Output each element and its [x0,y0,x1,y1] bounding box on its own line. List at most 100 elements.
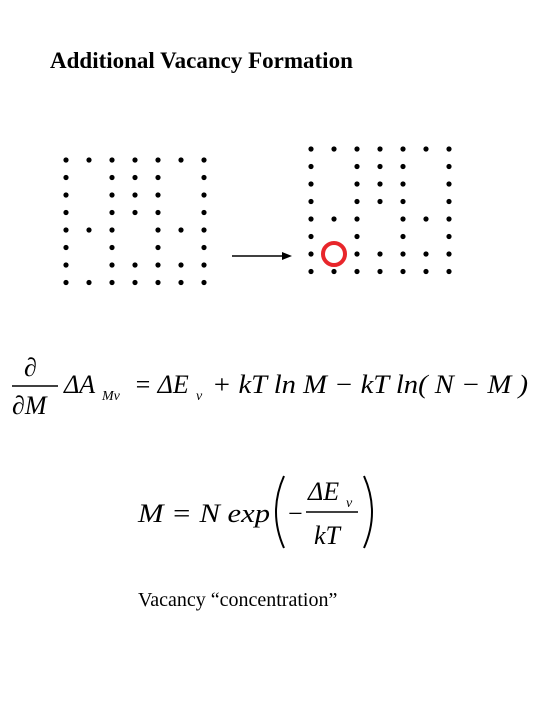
lattice-atom [132,192,138,198]
lattice-atom [63,157,69,163]
lattice-atom [354,216,360,222]
lattice-atom [400,233,406,240]
lattice-atom [354,163,360,170]
lattice-atom [308,268,314,275]
lattice-atom [63,262,69,268]
equation-concentration: M = N exp − ΔE v kT [137,475,373,550]
lattice-atom [201,174,207,181]
lattice-atom [155,279,161,286]
lattice-atom [109,262,115,268]
lattice-atom [109,227,115,233]
lattice-atom [446,163,452,170]
eq2-numerator: ΔE [307,477,339,506]
lattice-atom [132,157,138,163]
lattice-atom [178,279,184,286]
lattice-atom [63,209,69,216]
vacancy-caption: Vacancy “concentration” [138,589,338,611]
lattice-atom [109,192,115,198]
lattice-atom [423,268,429,275]
lattice-atom [132,209,138,216]
lattice-atom [308,198,314,205]
lattice-atom [63,279,69,286]
lattice-atom [331,268,337,275]
lattice-atom [446,233,452,240]
lattice-atom [109,244,115,251]
lattice-atom [354,251,360,257]
lattice-atom [86,227,92,233]
lattice-atom [446,268,452,275]
lattice-atom [201,157,207,163]
eq1-partial: ∂ [24,353,37,382]
lattice-diagram [63,146,452,286]
lattice-atom [201,192,207,198]
eq2-lhs: M = N exp [137,499,270,528]
lattice-atom [155,209,161,216]
lattice-atom [354,146,360,152]
lattice-atom [446,198,452,205]
lattice-atom [63,244,69,251]
lattice-atom [63,174,69,181]
lattice-atom [377,198,383,205]
lattice-atom [400,216,406,222]
lattice-atom [423,251,429,257]
lattice-atom [308,233,314,240]
lattice-atom [109,157,115,163]
lattice-atom [354,268,360,275]
eq1-delta-a: ΔA [63,370,95,399]
lattice-atom [446,216,452,222]
lattice-atom [155,244,161,251]
eq2-minus: − [288,499,303,528]
equation-derivative: ∂ ∂M ΔA Mv = ΔE v + kT ln M − kT ln( N −… [12,353,528,420]
lattice-atom [155,157,161,163]
lattice-atom [155,227,161,233]
lattice-atom [201,227,207,233]
lattice-atom [308,181,314,187]
lattice-atom [446,251,452,257]
lattice-atom [308,163,314,170]
eq1-rhs-1: = ΔE [134,370,189,399]
lattice-atom [109,174,115,181]
lattice-atom [178,227,184,233]
lattice-atom [178,157,184,163]
lattice-atom [354,198,360,205]
lattice-atom [331,216,337,222]
lattice-atom [201,244,207,251]
lattice-atom [423,146,429,152]
lattice-atom [354,181,360,187]
eq1-partial-m: ∂M [12,391,48,420]
lattice-atom [446,181,452,187]
eq1-sub-mv: Mv [101,389,121,404]
eq1-sub-v: v [196,389,203,404]
lattice-atom [109,279,115,286]
lattice-atom [377,251,383,257]
lattice-atom [132,279,138,286]
lattice-atom [423,216,429,222]
left-lattice-grid [63,157,207,286]
lattice-atom [155,174,161,181]
lattice-atom [109,209,115,216]
lattice-atom [201,209,207,216]
eq2-right-paren [363,475,373,549]
lattice-atom [132,262,138,268]
lattice-atom [400,198,406,205]
lattice-atom [201,279,207,286]
lattice-atom [377,146,383,152]
lattice-atom [400,268,406,275]
lattice-atom [354,233,360,240]
eq2-denominator: kT [314,521,342,550]
lattice-atom [201,262,207,268]
lattice-atom [400,181,406,187]
lattice-atom [63,192,69,198]
eq1-rhs-2: + kT ln M − kT ln( N − M ) [212,370,528,399]
lattice-atom [308,251,314,257]
lattice-atom [400,163,406,170]
eq2-left-paren [275,475,285,549]
lattice-atom [63,227,69,233]
lattice-atom [308,146,314,152]
lattice-atom [377,268,383,275]
lattice-atom [155,262,161,268]
lattice-atom [400,146,406,152]
lattice-atom [446,146,452,152]
lattice-atom [377,181,383,187]
lattice-atom [132,174,138,181]
